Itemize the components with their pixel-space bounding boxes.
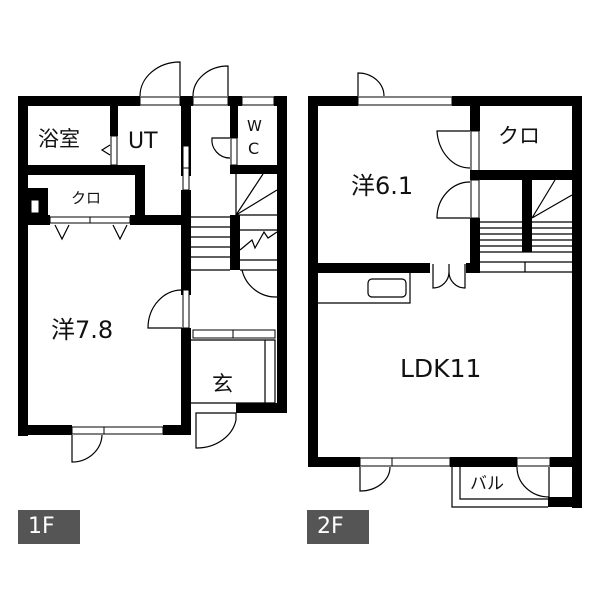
room-label-utility: UT (128, 129, 158, 154)
wall (181, 328, 191, 435)
room-label-bath: 浴室 (38, 127, 80, 151)
floor-tag-2f: 2F (307, 510, 369, 544)
wall (318, 263, 430, 273)
wall (452, 96, 582, 106)
wall (18, 425, 72, 435)
wall (572, 96, 582, 508)
wall (163, 425, 191, 435)
wall (18, 96, 28, 436)
room-label-toilet-c: C (248, 139, 259, 158)
wall (470, 96, 480, 131)
wall (230, 215, 240, 270)
room-label-toilet-w: W (247, 117, 262, 135)
wall (470, 170, 582, 180)
wall (181, 190, 191, 295)
wall (230, 165, 287, 174)
wall (522, 180, 532, 252)
room-label-closet: クロ (498, 124, 540, 148)
room-label-western-7-8: 洋7.8 (51, 316, 113, 344)
wall (550, 457, 582, 467)
room-label-balcony: バル (470, 474, 504, 494)
wall (236, 403, 287, 413)
wall (18, 215, 50, 225)
floor2-plan: 洋6.1 クロ LDK11 バル (308, 72, 582, 508)
wall (18, 165, 145, 175)
wall (228, 96, 242, 106)
wall (277, 96, 287, 413)
wall (130, 215, 191, 225)
wall (18, 96, 140, 106)
wall (548, 497, 582, 507)
wall (308, 96, 318, 467)
wall (308, 457, 360, 467)
wall (135, 165, 145, 225)
floor-tag-1f: 1F (18, 510, 80, 544)
wall (450, 457, 517, 467)
wall (466, 263, 480, 273)
wall (181, 96, 191, 176)
wall (308, 96, 358, 106)
wall (230, 106, 238, 138)
floor1-plan: 浴室 UT W C クロ 洋7.8 玄 (18, 61, 287, 463)
wall (110, 106, 118, 136)
room-label-closet: クロ (71, 189, 101, 207)
room-label-entrance: 玄 (212, 372, 233, 396)
room-label-ldk: LDK11 (400, 354, 481, 383)
room-label-western-6-1: 洋6.1 (351, 172, 413, 200)
wall (470, 218, 480, 273)
